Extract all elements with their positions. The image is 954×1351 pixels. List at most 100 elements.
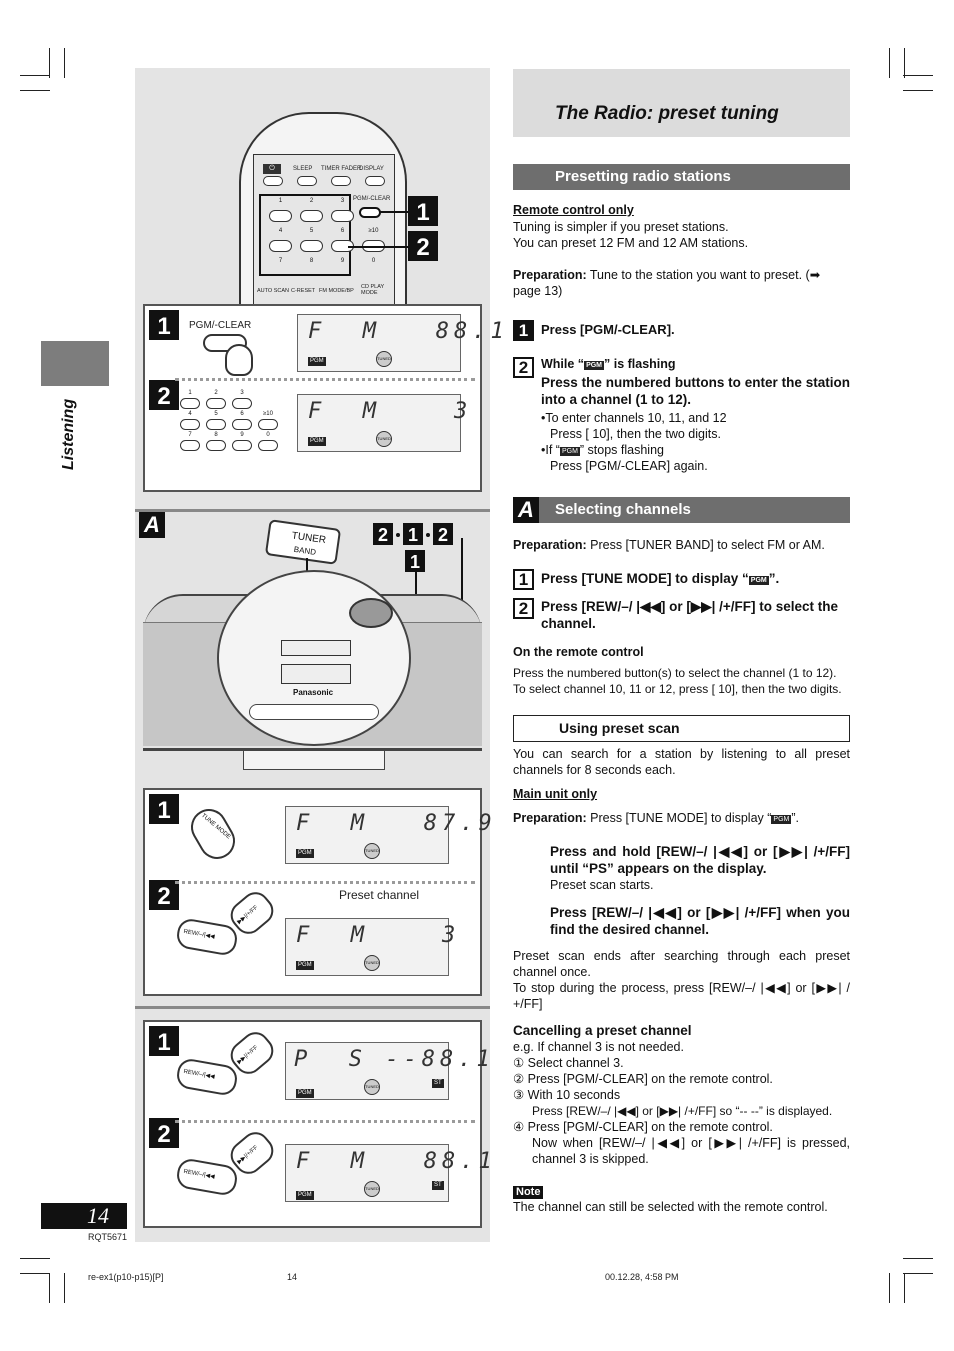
btn[interactable] bbox=[331, 176, 351, 186]
btn[interactable] bbox=[269, 210, 292, 222]
footer-left: re-ex1(p10-p15)[P] bbox=[88, 1272, 164, 1282]
btn[interactable] bbox=[180, 419, 200, 430]
separator-dot bbox=[396, 533, 400, 537]
rew-button[interactable]: REW/–/|◀◀ bbox=[174, 917, 240, 957]
scan-step-2-text: Press [REW/–/ |◀◀] or [▶▶| /+/FF] when y… bbox=[550, 905, 850, 937]
lcd-text: F M 3 bbox=[296, 923, 461, 948]
selecting-step-2: 2 bbox=[513, 598, 534, 619]
digit: 7 bbox=[188, 432, 192, 438]
callout-line bbox=[415, 572, 417, 608]
remote-digits: 1 2 3 4 5 6 ≥10 7 8 9 0 bbox=[265, 198, 395, 264]
btn[interactable] bbox=[258, 419, 278, 430]
crop-mark bbox=[889, 1273, 890, 1303]
page-number: 14 bbox=[41, 1203, 127, 1229]
digit: 4 bbox=[188, 411, 192, 417]
preset-step-1: 1 bbox=[149, 310, 179, 340]
stereo-indicator: ST bbox=[432, 1079, 444, 1088]
bullet-2a-pre: •If “ bbox=[541, 443, 560, 457]
display-window bbox=[281, 664, 351, 684]
preparation-scan: Preparation: Press [TUNE MODE] to displa… bbox=[513, 810, 850, 826]
btn[interactable] bbox=[258, 440, 278, 451]
pgm-indicator: PGM bbox=[296, 1089, 314, 1098]
btn[interactable] bbox=[300, 240, 323, 252]
tune-mode-button[interactable]: TUNE MODE bbox=[184, 802, 242, 866]
prep-label: Preparation: bbox=[513, 268, 587, 282]
rew-button[interactable]: REW/–/|◀◀ bbox=[174, 1057, 240, 1097]
selecting-steps-box: 1 TUNE MODE F M 87.9 PGM TUNED 2 Preset … bbox=[143, 788, 492, 996]
prep-label: Preparation: bbox=[513, 538, 587, 552]
ff-label: ▶▶|/+/FF bbox=[236, 1044, 260, 1066]
fm-mode-label: FM MODE/BP bbox=[319, 288, 354, 294]
model-code: RQT5671 bbox=[88, 1232, 128, 1242]
rew-button[interactable]: REW/–/|◀◀ bbox=[174, 1157, 240, 1197]
lcd-display-6: F M 88.1 PGM TUNED ST bbox=[285, 1144, 492, 1202]
stereo-indicator: ST bbox=[432, 1181, 444, 1190]
digit: 9 bbox=[240, 432, 244, 438]
digit: 6 bbox=[240, 411, 244, 417]
btn[interactable] bbox=[263, 176, 283, 186]
btn[interactable] bbox=[232, 419, 252, 430]
btn[interactable] bbox=[206, 419, 226, 430]
footer-center: 14 bbox=[287, 1272, 298, 1282]
section-heading-selecting: Selecting channels bbox=[539, 497, 850, 523]
remote-line-2: To select channel 10, 11 or 12, press [ … bbox=[513, 682, 842, 696]
footer-right: 00.12.28, 4:58 PM bbox=[605, 1272, 679, 1282]
selecting-step-1-text: Press [TUNE MODE] to display “PGM”. bbox=[541, 570, 779, 587]
btn[interactable] bbox=[206, 398, 226, 409]
remote-callout-2: 2 bbox=[408, 231, 438, 261]
btn[interactable] bbox=[269, 240, 292, 252]
crop-mark bbox=[903, 75, 933, 76]
s1-post: ”. bbox=[768, 571, 780, 586]
lcd-text: F M 3 bbox=[308, 399, 473, 424]
digit-4: 4 bbox=[278, 228, 283, 234]
btn[interactable] bbox=[180, 398, 200, 409]
cd-play-mode-label: CD PLAY MODE bbox=[361, 284, 385, 296]
digit-9: 9 bbox=[340, 258, 345, 264]
section-heading-presetting: Presetting radio stations bbox=[513, 164, 850, 190]
digit-2: 2 bbox=[309, 198, 314, 204]
tuner-band-button[interactable]: TUNER BAND bbox=[264, 519, 342, 565]
pgm-indicator: PGM bbox=[296, 1191, 314, 1200]
digit: 0 bbox=[266, 432, 270, 438]
btn[interactable] bbox=[232, 398, 252, 409]
marker-a: A bbox=[513, 497, 539, 523]
pgm-clear-label: PGM/-CLEAR bbox=[353, 196, 391, 202]
btn[interactable] bbox=[297, 176, 317, 186]
section-heading-scan: Using preset scan bbox=[513, 715, 850, 742]
btn[interactable] bbox=[232, 440, 252, 451]
pgm-badge: PGM bbox=[748, 576, 769, 585]
btn[interactable] bbox=[300, 210, 323, 222]
finger-icon bbox=[225, 344, 253, 376]
scan-intro: You can search for a station by listenin… bbox=[513, 747, 850, 777]
lcd-display-5: P S --88.1 PGM TUNED ST bbox=[285, 1042, 490, 1100]
bullet-1a: •To enter channels 10, 11, and 12 bbox=[541, 411, 727, 425]
digit-6: 6 bbox=[340, 228, 345, 234]
digit-1: 1 bbox=[278, 198, 283, 204]
btn[interactable] bbox=[331, 210, 354, 222]
cancel-step-3: ③ With 10 seconds bbox=[513, 1088, 621, 1102]
preparation-selecting: Preparation: Press [TUNER BAND] to selec… bbox=[513, 537, 850, 553]
lcd-display-1: F M 88.1 PGM TUNED bbox=[297, 314, 504, 372]
callout-line bbox=[379, 211, 409, 213]
tuned-indicator: TUNED bbox=[364, 1181, 380, 1197]
btn[interactable] bbox=[206, 440, 226, 451]
presetting-step-2-text: Press the numbered buttons to enter the … bbox=[541, 375, 850, 407]
bullet-2a-post: ” stops flashing bbox=[579, 443, 664, 457]
panel-separator bbox=[135, 509, 490, 512]
remote-line-1: Press the numbered button(s) to select t… bbox=[513, 666, 837, 680]
digit-7: 7 bbox=[278, 258, 283, 264]
btn[interactable] bbox=[180, 440, 200, 451]
preset-steps-box: 1 PGM/-CLEAR F M 88.1 PGM TUNED 2 F M 3 … bbox=[143, 304, 504, 492]
digit: 3 bbox=[240, 390, 244, 396]
on-remote-text: On the remote control bbox=[513, 645, 644, 659]
cancel-step-4: ④ Press [PGM/-CLEAR] on the remote contr… bbox=[513, 1120, 773, 1134]
power-button[interactable]: ⏻ bbox=[263, 164, 281, 174]
crop-mark bbox=[49, 1273, 50, 1303]
pgm-indicator: PGM bbox=[296, 961, 314, 970]
control-dial[interactable] bbox=[349, 598, 393, 628]
panel-separator bbox=[135, 1006, 490, 1009]
lcd-text: F M 88.1 bbox=[308, 319, 509, 344]
crop-mark bbox=[904, 48, 905, 78]
crop-mark bbox=[64, 48, 65, 78]
btn[interactable] bbox=[365, 176, 385, 186]
